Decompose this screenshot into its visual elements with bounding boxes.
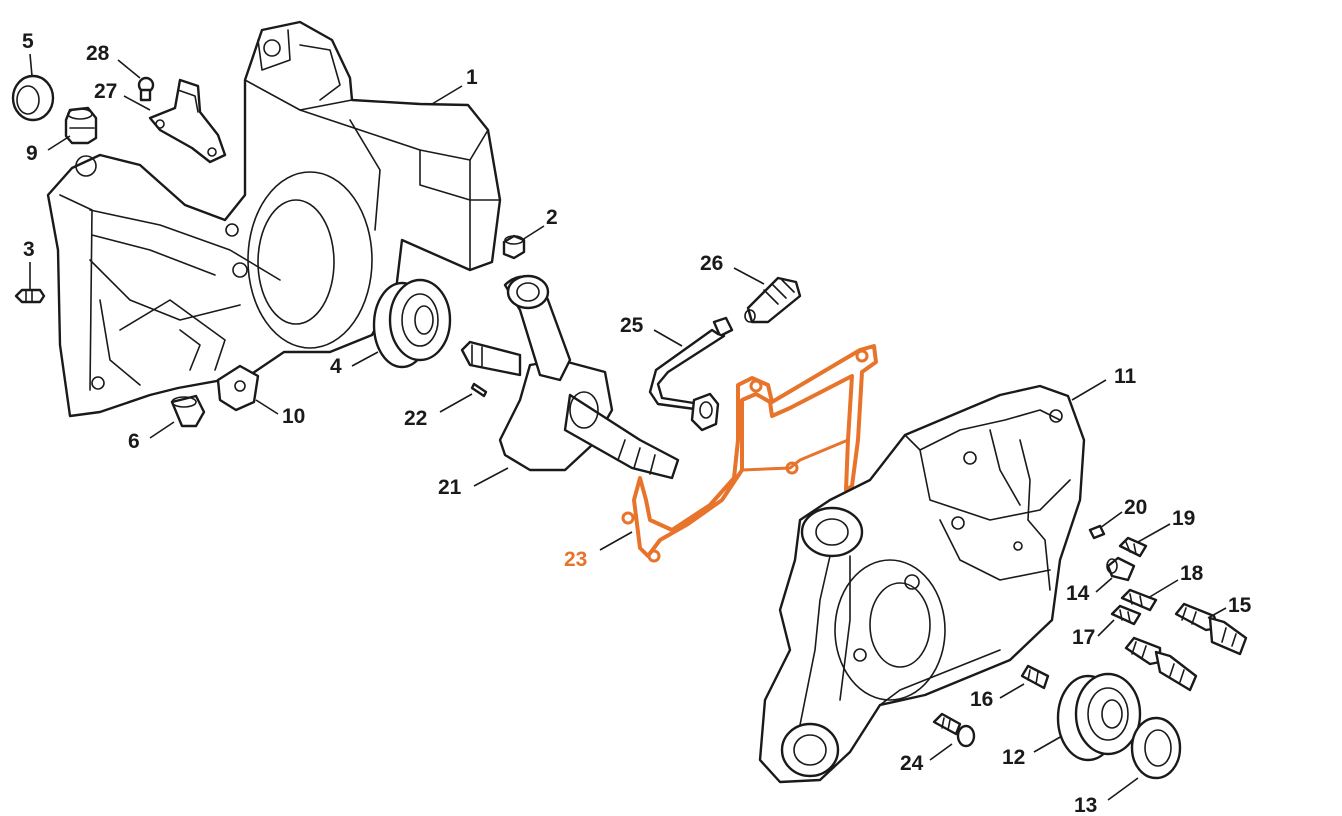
part-22-pin xyxy=(470,382,488,398)
callout-10: 10 xyxy=(282,405,305,428)
leader-13 xyxy=(1107,777,1139,801)
callout-11: 11 xyxy=(1114,365,1137,388)
callout-1: 1 xyxy=(466,66,478,89)
leader-10 xyxy=(255,399,279,415)
leader-17 xyxy=(1097,619,1115,637)
callout-21: 21 xyxy=(438,476,462,499)
leader-28 xyxy=(117,59,141,79)
callout-17: 17 xyxy=(1072,626,1095,649)
callout-19: 19 xyxy=(1172,507,1195,530)
part-26-worm xyxy=(744,276,802,324)
callout-15: 15 xyxy=(1228,594,1252,617)
part-1-crankcase-left xyxy=(46,20,502,418)
callout-5: 5 xyxy=(22,30,34,53)
callout-labels: 1 2 3 4 5 6 9 10 11 12 13 14 15 16 17 18… xyxy=(22,30,1252,816)
callout-20: 20 xyxy=(1124,496,1147,519)
part-15b-collar-stud xyxy=(1124,636,1198,692)
leader-6 xyxy=(149,421,175,439)
part-6-buffer xyxy=(170,394,206,428)
part-13-oil-seal xyxy=(1130,716,1182,780)
callout-25: 25 xyxy=(620,314,644,337)
part-5-seal-ring xyxy=(11,74,55,122)
leader-15 xyxy=(1207,607,1227,619)
part-15-collar-stud xyxy=(1174,602,1248,656)
callout-24: 24 xyxy=(900,752,924,775)
part-2-sleeve xyxy=(502,234,526,260)
callout-2: 2 xyxy=(546,206,558,229)
part-18-stud xyxy=(1120,588,1158,612)
leader-1 xyxy=(431,85,463,105)
callout-6: 6 xyxy=(128,430,140,453)
leader-9 xyxy=(47,135,71,151)
part-19-sleeve xyxy=(1118,536,1148,558)
part-27-bracket xyxy=(148,78,227,164)
part-17-stud xyxy=(1110,604,1142,626)
callout-13: 13 xyxy=(1074,794,1097,816)
leader-22 xyxy=(439,393,473,413)
leader-19 xyxy=(1137,523,1171,543)
leader-16 xyxy=(999,683,1025,699)
part-3-screw xyxy=(14,288,46,304)
callout-22: 22 xyxy=(404,407,427,430)
leader-14 xyxy=(1095,577,1113,593)
leader-24 xyxy=(929,743,953,761)
leader-5 xyxy=(29,53,33,77)
part-10-clip xyxy=(216,364,260,412)
leader-27 xyxy=(123,95,151,111)
leader-4 xyxy=(351,351,379,367)
leader-12 xyxy=(1033,735,1063,753)
callout-18: 18 xyxy=(1180,562,1204,585)
part-21-crankshaft xyxy=(460,274,680,480)
leader-lines xyxy=(29,53,1227,801)
callout-23: 23 xyxy=(564,548,587,571)
part-14-sleeve xyxy=(1106,556,1136,582)
callout-4: 4 xyxy=(330,355,342,378)
callout-12: 12 xyxy=(1002,746,1025,769)
callout-3: 3 xyxy=(23,238,35,261)
part-4-ball-bearing xyxy=(372,278,452,369)
part-23-gasket xyxy=(621,344,878,563)
leader-18 xyxy=(1147,579,1179,599)
callout-14: 14 xyxy=(1066,582,1090,605)
part-24-screw xyxy=(932,712,976,748)
callout-26: 26 xyxy=(700,252,723,275)
callout-16: 16 xyxy=(970,688,993,711)
leader-20 xyxy=(1099,511,1123,529)
part-11-crankcase-right xyxy=(758,384,1086,784)
callout-27: 27 xyxy=(94,80,117,103)
leader-25 xyxy=(653,329,683,347)
part-28-screw xyxy=(137,76,155,102)
leader-26 xyxy=(733,267,765,285)
callout-9: 9 xyxy=(26,142,38,165)
part-9-plug xyxy=(64,106,98,145)
part-16-stud xyxy=(1020,664,1050,690)
callout-28: 28 xyxy=(86,42,110,65)
part-20-screw xyxy=(1088,524,1106,540)
leader-11 xyxy=(1071,379,1107,401)
leader-23 xyxy=(599,531,633,551)
leader-21 xyxy=(473,467,509,487)
part-12-ball-bearing xyxy=(1056,672,1142,762)
leader-2 xyxy=(521,225,545,241)
part-25-oil-tube xyxy=(648,316,734,432)
